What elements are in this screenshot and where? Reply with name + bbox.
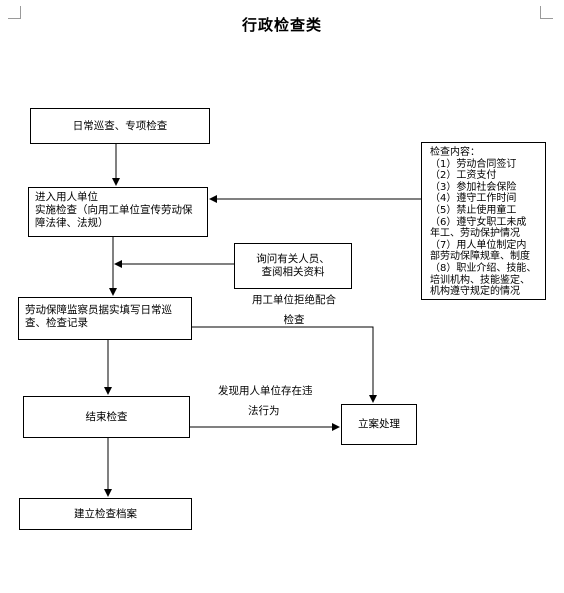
case-filing-node: 立案处理 xyxy=(341,404,417,445)
refuse-label-line-2: 检查 xyxy=(283,314,305,326)
content-line-10: 部劳动保障规章、制度 xyxy=(430,251,530,263)
enter-unit-node: 进入用人单位 实施检查（向用工单位宣传劳动保 障法律、法规） xyxy=(28,187,208,237)
inspector-record-line-2: 查、检查记录 xyxy=(25,317,88,329)
page-corner-mark-right xyxy=(540,6,553,19)
enter-unit-line-2: 实施检查（向用工单位宣传劳动保 xyxy=(35,204,193,216)
enter-unit-line-1: 进入用人单位 xyxy=(35,191,98,203)
violation-edge-label: 发现用人单位存在违 法行为 xyxy=(218,381,338,421)
content-line-13: 机构遵守规定的情况 xyxy=(430,286,520,298)
daily-inspection-node: 日常巡查、专项检查 xyxy=(30,108,210,144)
inspector-record-node: 劳动保障监察员据实填写日常巡 查、检查记录 xyxy=(18,297,192,340)
content-line-7: （6）遵守女职工未成 xyxy=(430,216,527,228)
violation-label-line-2: 法行为 xyxy=(248,405,280,417)
content-line-2: （1）劳动合同签订 xyxy=(430,158,517,170)
file-record-label: 建立检查档案 xyxy=(74,507,137,520)
page-corner-mark-left xyxy=(8,6,21,19)
content-line-12: 培训机构、技能鉴定、 xyxy=(430,274,530,286)
file-record-node: 建立检查档案 xyxy=(19,498,192,530)
violation-label-line-1: 发现用人单位存在违 xyxy=(218,385,313,397)
content-line-8: 年工、劳动保护情况 xyxy=(430,228,520,240)
end-inspection-node: 结束检查 xyxy=(23,396,190,438)
content-line-3: （2）工资支付 xyxy=(430,170,497,182)
end-inspection-label: 结束检查 xyxy=(85,410,128,423)
content-line-1: 检查内容： xyxy=(430,147,480,158)
enter-unit-line-3: 障法律、法规） xyxy=(35,217,109,229)
content-line-6: （5）禁止使用童工 xyxy=(430,204,517,216)
refuse-edge-label: 用工单位拒绝配合 检查 xyxy=(244,290,344,330)
inspection-content-list: 检查内容： （1）劳动合同签订 （2）工资支付 （3）参加社会保险 （4）遵守工… xyxy=(421,142,546,300)
inquiry-line-1: 询问有关人员、 xyxy=(256,253,330,265)
inspector-record-line-1: 劳动保障监察员据实填写日常巡 xyxy=(25,304,172,316)
inquiry-node: 询问有关人员、 查阅相关资料 xyxy=(234,243,352,289)
inquiry-line-2: 查阅相关资料 xyxy=(261,266,325,278)
content-line-9: （7）用人单位制定内 xyxy=(430,239,527,251)
diagram-title: 行政检查类 xyxy=(241,16,322,34)
content-line-5: （4）遵守工作时间 xyxy=(430,193,517,205)
case-filing-label: 立案处理 xyxy=(358,418,400,430)
content-line-11: （8）职业介绍、技能、 xyxy=(430,262,537,274)
refuse-label-line-1: 用工单位拒绝配合 xyxy=(252,294,336,306)
daily-inspection-label: 日常巡查、专项检查 xyxy=(72,119,168,132)
content-line-4: （3）参加社会保险 xyxy=(430,181,517,193)
